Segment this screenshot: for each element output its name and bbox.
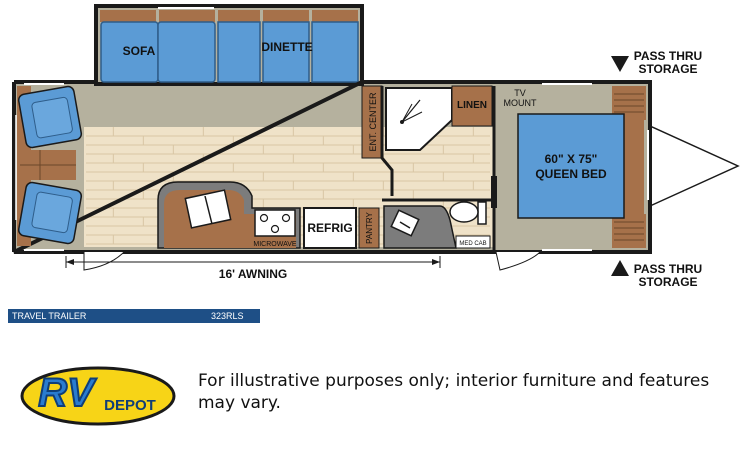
pass-thru-top-line1: PASS THRU	[634, 49, 702, 63]
bathroom-sink	[390, 209, 420, 237]
sink-divider	[204, 195, 213, 225]
awning-arrow-left	[66, 259, 74, 265]
model-banner: TRAVEL TRAILER 323RLS	[8, 309, 260, 323]
linen-cabinet	[451, 85, 493, 127]
sofa-label: SOFA	[123, 44, 156, 58]
logo-depot-text: DEPOT	[104, 397, 156, 414]
rear-door-swing	[495, 251, 541, 271]
pass-thru-bottom-line1: PASS THRU	[634, 262, 702, 276]
toilet-tank	[477, 201, 487, 225]
headboard	[624, 116, 644, 218]
slideout-cabinet-3	[218, 10, 260, 22]
trailer-type: TRAVEL TRAILER	[12, 311, 87, 321]
pantry	[358, 207, 380, 249]
med-cab-label: MED CAB	[459, 241, 486, 247]
bathroom-wall	[380, 86, 494, 202]
dinette-table	[262, 21, 310, 83]
entry-door-swing	[83, 251, 125, 271]
burner-3	[270, 224, 280, 234]
slideout-cabinet-4	[263, 10, 309, 22]
refrigerator	[303, 207, 357, 249]
main-walls	[13, 80, 652, 254]
bed-type-label: QUEEN BED	[535, 167, 607, 181]
windows	[24, 7, 649, 251]
shower-line-2	[401, 111, 423, 123]
tv-mount-label-1: TV	[514, 88, 526, 98]
logo-rv-text: RV	[38, 371, 97, 415]
shower-head	[401, 99, 421, 123]
awning-arrow-right	[432, 259, 440, 265]
rv-depot-logo: RV DEPOT	[20, 366, 176, 426]
slideout-wall	[94, 4, 364, 86]
bed-size-label: 60" X 75"	[545, 152, 598, 166]
tv-mount-label-2: MOUNT	[504, 98, 537, 108]
dinette-label: DINETTE	[261, 40, 312, 54]
stove	[254, 209, 296, 237]
nightstand-bottom-lines	[614, 221, 644, 241]
slideout-cabinet-5	[312, 10, 358, 22]
nightstand-top-lines	[614, 93, 644, 113]
shower-line-3	[401, 103, 413, 123]
ent-center-label: ENT. CENTER	[368, 92, 378, 152]
bedroom-door-mark	[491, 176, 497, 208]
sofa-cushion-right	[157, 21, 216, 83]
dinette-seat-left	[217, 21, 261, 83]
model-code: 323RLS	[211, 311, 244, 321]
hitch	[649, 125, 740, 207]
dinette-seat-right	[311, 21, 359, 83]
linen-label: LINEN	[457, 100, 487, 111]
slideout-cabinet-1	[100, 10, 156, 22]
recliner-bottom	[17, 181, 83, 245]
burner-2	[281, 213, 291, 223]
recliner-top	[17, 85, 83, 149]
floorplan-diagram: SOFA DINETTE MICROWAVE REFRIG PANTRY ENT…	[12, 4, 740, 289]
queen-bed	[517, 113, 625, 219]
pass-thru-top-line2: STORAGE	[638, 62, 697, 76]
refrig-label: REFRIG	[307, 221, 352, 235]
toilet-bowl	[449, 201, 479, 223]
burner-1	[259, 213, 269, 223]
microwave-label: MICROWAVE	[253, 241, 296, 248]
pantry-label: PANTRY	[365, 211, 374, 243]
awning-label: 16' AWNING	[219, 267, 287, 281]
nightstand-bottom	[612, 214, 646, 248]
med-cab	[455, 235, 491, 249]
shower	[385, 87, 453, 151]
faucet	[399, 221, 411, 229]
slideout-cabinet-2	[159, 10, 215, 22]
pass-thru-bottom-line2: STORAGE	[638, 275, 697, 289]
disclaimer-text: For illustrative purposes only; interior…	[198, 371, 710, 413]
pass-thru-arrow-bottom	[611, 260, 629, 276]
pass-thru-arrow-top	[611, 56, 629, 72]
